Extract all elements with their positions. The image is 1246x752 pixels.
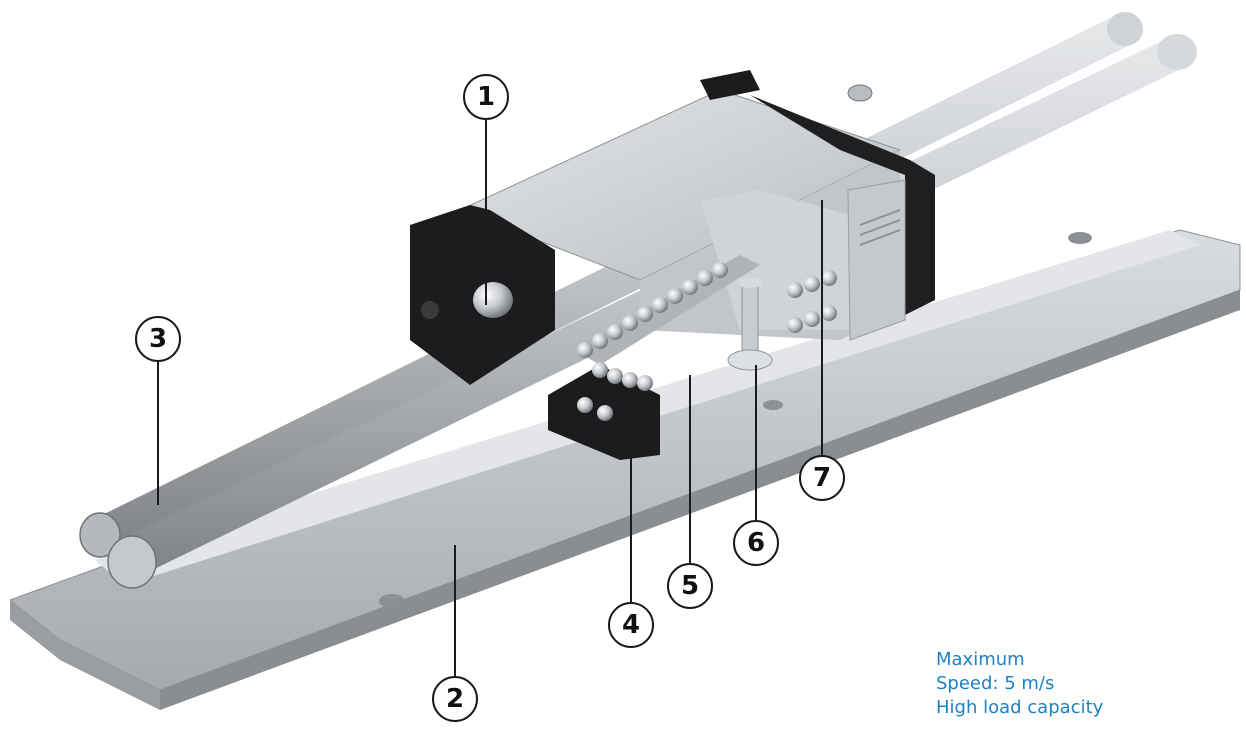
callout-7: 7: [799, 455, 845, 501]
callout-label: 5: [680, 571, 700, 601]
callout-3: 3: [135, 316, 181, 362]
spec-line-load: High load capacity: [936, 697, 1104, 718]
callout-4: 4: [608, 602, 654, 648]
spec-line-speed: Speed: 5 m/s: [936, 673, 1055, 694]
callout-label: 7: [812, 463, 832, 493]
screw-head: [727, 349, 773, 371]
leader-lines: [157, 120, 823, 722]
callout-label: 4: [621, 610, 641, 640]
screw-shank: [741, 281, 759, 358]
bearing-block: [410, 70, 935, 385]
ball-row: [577, 262, 837, 421]
callout-2: 2: [432, 676, 478, 722]
callout-label: 3: [148, 324, 168, 354]
lube-nipple: [473, 282, 513, 318]
callout-label: 2: [445, 684, 465, 714]
mounting-hole: [379, 594, 405, 608]
spec-note: Maximum Speed: 5 m/s High load capacity: [936, 648, 1103, 720]
mounting-hole: [763, 400, 783, 410]
callout-5: 5: [667, 563, 713, 609]
ball-cage: [548, 255, 837, 460]
callout-label: 1: [476, 82, 496, 112]
callout-6: 6: [733, 520, 779, 566]
end-seal-rear: [750, 95, 935, 315]
callout-1: 1: [463, 74, 509, 120]
callout-label: 6: [746, 528, 766, 558]
spec-line-maximum: Maximum: [936, 649, 1025, 670]
mounting-hole: [1068, 232, 1092, 244]
